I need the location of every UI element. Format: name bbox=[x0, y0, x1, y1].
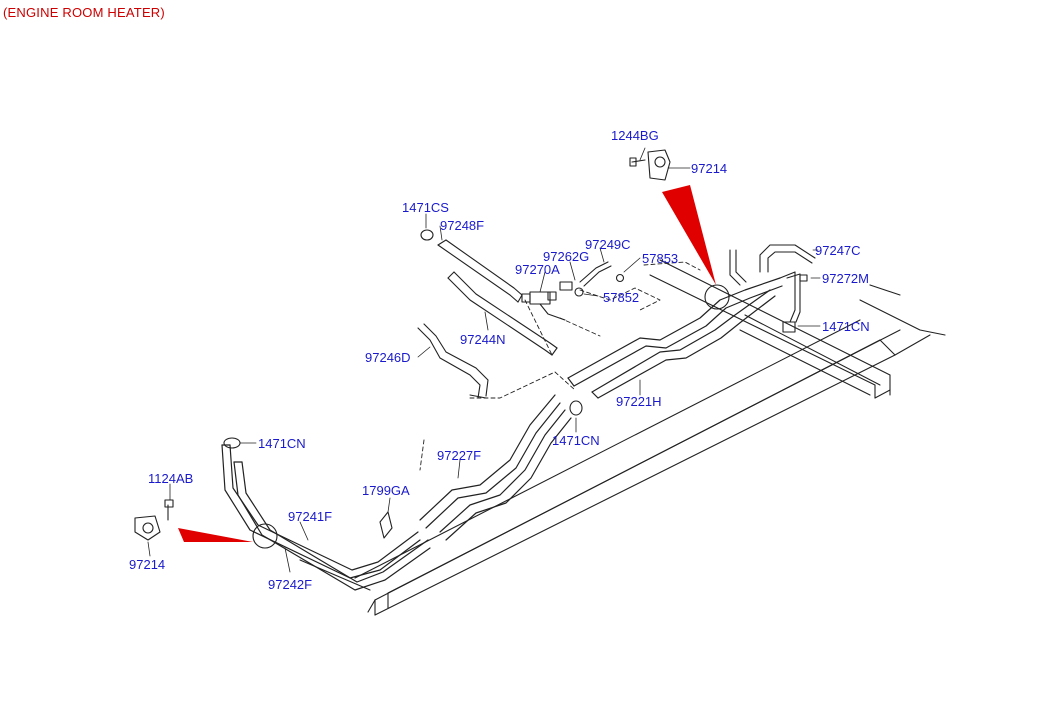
hose-97246D bbox=[417, 323, 489, 399]
pipe-stubs-right bbox=[729, 249, 747, 286]
part-label-97227F[interactable]: 97227F bbox=[437, 448, 482, 463]
part-label-97214-bottom[interactable]: 97214 bbox=[129, 557, 166, 572]
reference-lines bbox=[419, 261, 701, 471]
part-label-97214-top[interactable]: 97214 bbox=[691, 161, 728, 176]
part-label-57852[interactable]: 57852 bbox=[603, 290, 640, 305]
part-label-1244BG[interactable]: 1244BG bbox=[611, 128, 659, 143]
clip-1799GA bbox=[379, 511, 393, 539]
part-label-1471CN-left[interactable]: 1471CN bbox=[258, 436, 306, 451]
valve-97270A bbox=[521, 291, 566, 321]
pipe-97221H bbox=[567, 277, 783, 399]
part-label-97272M[interactable]: 97272M bbox=[822, 271, 869, 286]
joint-circle-right bbox=[704, 284, 730, 310]
part-label-1799GA[interactable]: 1799GA bbox=[362, 483, 410, 498]
pointer-arrow-bottom bbox=[178, 528, 253, 542]
joint-circle-left bbox=[252, 523, 278, 549]
part-label-97270A[interactable]: 97270A bbox=[515, 262, 560, 277]
part-label-1471CS[interactable]: 1471CS bbox=[402, 200, 449, 215]
part-label-1471CN-mid[interactable]: 1471CN bbox=[552, 433, 600, 448]
hose-97244N bbox=[447, 271, 558, 356]
part-label-97241F[interactable]: 97241F bbox=[288, 509, 333, 524]
part-label-1124AB[interactable]: 1124AB bbox=[148, 471, 194, 486]
clamp-1471CN-mid bbox=[569, 400, 583, 416]
connector-97262G bbox=[559, 261, 625, 297]
part-label-1471CN-right[interactable]: 1471CN bbox=[822, 319, 870, 334]
bolt-97272M bbox=[799, 274, 808, 282]
pointer-arrow-top bbox=[662, 185, 716, 285]
leader-lines bbox=[147, 147, 821, 573]
part-label-97242F[interactable]: 97242F bbox=[268, 577, 313, 592]
pipe-97227F bbox=[419, 394, 572, 541]
part-label-97262G[interactable]: 97262G bbox=[543, 249, 590, 264]
part-label-97247C[interactable]: 97247C bbox=[815, 243, 861, 258]
part-label-97244N[interactable]: 97244N bbox=[460, 332, 506, 347]
part-label-97249C[interactable]: 97249C bbox=[585, 237, 631, 252]
bracket-97214-top bbox=[629, 149, 671, 181]
diagram-title: (ENGINE ROOM HEATER) bbox=[3, 5, 165, 20]
clamp-1471CN-left bbox=[223, 437, 241, 449]
clamp-1471CN-right bbox=[782, 321, 796, 333]
frame-rail bbox=[299, 284, 946, 616]
clamp-1471CS bbox=[420, 229, 434, 241]
bracket-97214-bottom bbox=[134, 499, 174, 541]
part-label-97221H[interactable]: 97221H bbox=[616, 394, 662, 409]
pipe-97241F bbox=[221, 444, 431, 591]
cross-member bbox=[649, 259, 891, 399]
part-label-57853[interactable]: 57853 bbox=[642, 251, 679, 266]
hose-97247C bbox=[759, 244, 816, 323]
part-label-97248F[interactable]: 97248F bbox=[440, 218, 485, 233]
part-label-97246D[interactable]: 97246D bbox=[365, 350, 411, 365]
hose-97248F bbox=[437, 239, 523, 303]
